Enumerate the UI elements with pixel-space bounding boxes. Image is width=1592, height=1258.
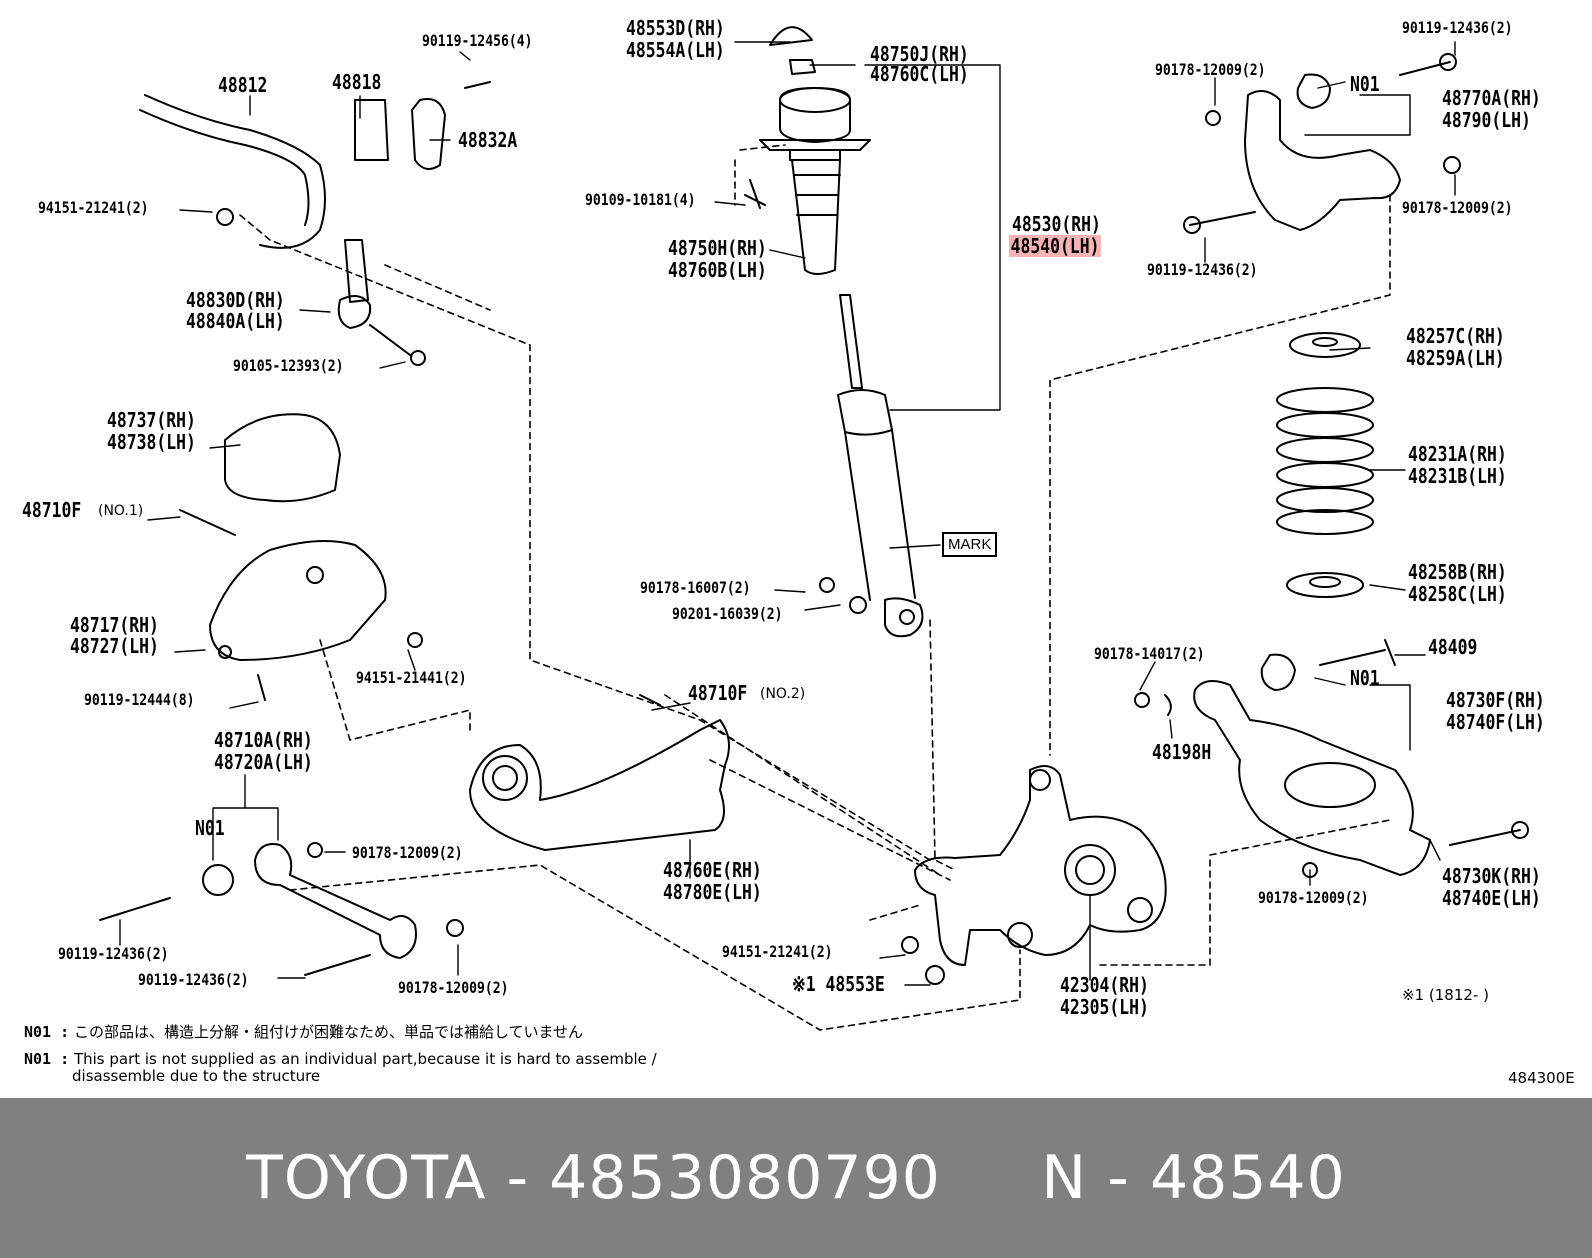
label-90105-12393: 90105-12393(2)	[233, 356, 344, 375]
note-n01-en-line2: disassemble due to the structure	[72, 1067, 321, 1085]
note-n01-jp: N01 : この部品は、構造上分解・組付けが困難なため、単品では補給していません	[24, 1023, 584, 1041]
label-48760b: 48760B(LH)	[668, 258, 767, 282]
label-48830d: 48830D(RH)	[186, 288, 285, 312]
note-n01-en: N01 : This part is not supplied as an in…	[24, 1050, 657, 1068]
note-n01-jp-text: この部品は、構造上分解・組付けが困難なため、単品では補給していません	[73, 1023, 584, 1041]
label-90178-12009-tr: 90178-12009(2)	[1155, 60, 1266, 79]
label-48258b: 48258B(RH)	[1408, 560, 1507, 584]
label-90178-12009-b: 90178-12009(2)	[398, 978, 509, 997]
banner-ref-prefix: N	[1041, 1143, 1088, 1213]
shock-absorber	[819, 294, 924, 638]
label-48231b: 48231B(LH)	[1408, 464, 1507, 488]
mount-bracket	[179, 413, 423, 701]
label-90178-12009-r: 90178-12009(2)	[1258, 888, 1369, 907]
label-48760c: 48760C(LH)	[870, 62, 969, 86]
label-48750h: 48750H(RH)	[668, 236, 767, 260]
label-90119-12436-a: 90119-12436(2)	[58, 944, 169, 963]
label-90178-12009-tr2: 90178-12009(2)	[1402, 198, 1513, 217]
label-90119-12436-b: 90119-12436(2)	[138, 970, 249, 989]
label-48738: 48738(LH)	[107, 430, 196, 454]
label-48717: 48717(RH)	[70, 613, 159, 637]
label-48730k: 48730K(RH)	[1442, 864, 1541, 888]
banner-brand: TOYOTA	[246, 1143, 487, 1213]
label-90178-14017: 90178-14017(2)	[1094, 644, 1205, 663]
label-48812: 48812	[218, 73, 268, 97]
label-48710f-no1: 48710F	[22, 498, 82, 522]
label-90119-12436-tr2: 90119-12436(2)	[1147, 260, 1258, 279]
trailing-arm	[469, 694, 730, 851]
label-90201-16039: 90201-16039(2)	[672, 604, 783, 623]
label-n01-right: N01	[1350, 666, 1380, 690]
label-48710a: 48710A(RH)	[214, 728, 313, 752]
diagram-drawing	[99, 26, 1529, 1031]
banner-separator-2: -	[1087, 1143, 1150, 1213]
label-42304: 42304(RH)	[1060, 973, 1149, 997]
label-48740f: 48740F(LH)	[1446, 710, 1545, 734]
lateral-rod	[99, 842, 464, 976]
mark-box: MARK	[942, 532, 998, 557]
label-48760e: 48760E(RH)	[663, 858, 762, 882]
label-n01-tr: N01	[1350, 72, 1380, 96]
label-48409: 48409	[1428, 635, 1478, 659]
label-90119-12436-tr: 90119-12436(2)	[1402, 18, 1513, 37]
label-48257c: 48257C(RH)	[1406, 324, 1505, 348]
label-48832a: 48832A	[458, 128, 518, 152]
note-n01-en-code: N01 :	[24, 1050, 70, 1068]
label-48553d: 48553D(RH)	[626, 16, 725, 40]
diagram-code: 484300E	[1508, 1069, 1575, 1087]
banner-gap	[941, 1143, 1041, 1213]
label-90178-16007: 90178-16007(2)	[640, 578, 751, 597]
label-48770a: 48770A(RH)	[1442, 86, 1541, 110]
parts-diagram: 48553D(RH) 48554A(LH) 48750J(RH) 48760C(…	[22, 16, 1575, 1087]
label-no1: (NO.1)	[98, 503, 144, 519]
banner-separator: -	[486, 1143, 550, 1213]
note-n01-jp-code: N01 :	[24, 1023, 70, 1041]
assembly-lines	[239, 144, 1391, 1031]
label-no2: (NO.2)	[760, 686, 806, 702]
footnote-range: ※1 (1812- )	[1402, 986, 1489, 1004]
upper-mount-parts	[744, 26, 871, 275]
label-94151-21441: 94151-21441(2)	[356, 668, 467, 687]
label-48730f: 48730F(RH)	[1446, 688, 1545, 712]
knuckle	[901, 765, 1167, 985]
label-90109-10181: 90109-10181(4)	[585, 190, 696, 209]
label-48737: 48737(RH)	[107, 408, 196, 432]
stabilizer-bar	[139, 81, 491, 366]
label-n01-left: N01	[195, 816, 225, 840]
label-48258c: 48258C(LH)	[1408, 582, 1507, 606]
label-90119-12456: 90119-12456(4)	[422, 31, 533, 50]
upper-control-arm	[1183, 53, 1461, 234]
label-48750j: 48750J(RH)	[870, 42, 969, 66]
label-48840a: 48840A(LH)	[186, 309, 285, 333]
note-n01-en-line1: This part is not supplied as an individu…	[73, 1050, 657, 1068]
label-48554a: 48554A(LH)	[626, 38, 725, 62]
label-48710f-no2: 48710F	[688, 681, 748, 705]
label-48530: 48530(RH)	[1012, 212, 1101, 236]
coil-spring	[1276, 332, 1374, 598]
leader-lines	[119, 41, 1456, 986]
label-48818: 48818	[332, 70, 382, 94]
label-48198h: 48198H	[1152, 740, 1212, 764]
label-48780e: 48780E(LH)	[663, 880, 762, 904]
label-42305: 42305(LH)	[1060, 995, 1149, 1019]
label-94151-21241-top: 94151-21241(2)	[38, 198, 149, 217]
lower-control-arm	[1134, 639, 1529, 878]
banner-ref-number: 48540	[1149, 1143, 1346, 1213]
part-number-banner: TOYOTA - 4853080790 N - 48540	[0, 1098, 1592, 1258]
label-94151-21241-bottom: 94151-21241(2)	[722, 942, 833, 961]
label-48720a: 48720A(LH)	[214, 750, 313, 774]
label-48259a: 48259A(LH)	[1406, 346, 1505, 370]
label-48740e: 48740E(LH)	[1442, 886, 1541, 910]
label-48231a: 48231A(RH)	[1408, 442, 1507, 466]
label-90119-12444: 90119-12444(8)	[84, 690, 195, 709]
banner-text: TOYOTA - 4853080790 N - 48540	[0, 1098, 1592, 1258]
banner-part-number: 4853080790	[549, 1143, 941, 1213]
label-90178-12009-left: 90178-12009(2)	[352, 843, 463, 862]
label-48790: 48790(LH)	[1442, 108, 1531, 132]
label-48553e: ※1 48553E	[792, 972, 885, 996]
label-48727: 48727(LH)	[70, 634, 159, 658]
label-48540-highlighted: 48540(LH)	[1009, 234, 1102, 258]
